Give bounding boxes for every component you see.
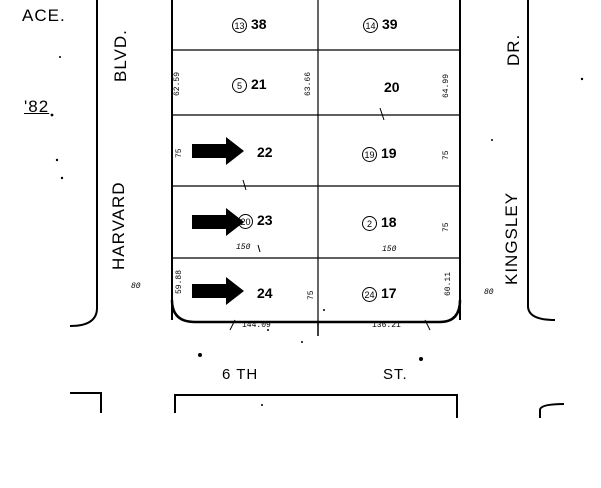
lot-circle: 14 bbox=[363, 17, 378, 33]
lot-number: 21 bbox=[251, 76, 267, 92]
lot-number: 18 bbox=[381, 214, 397, 230]
page-ref-label: '82 bbox=[24, 97, 50, 116]
dimension-6366: 63.66 bbox=[304, 71, 313, 96]
lot-circle: 20 bbox=[238, 213, 253, 229]
street-label-dr: DR. bbox=[504, 33, 523, 66]
arrow-lot-22 bbox=[192, 137, 244, 165]
top-left-label: ACE. bbox=[22, 6, 66, 25]
street-label-kingsley: KINGSLEY bbox=[502, 191, 521, 285]
lot-circle: 13 bbox=[232, 17, 247, 33]
dimension-80-left: 80 bbox=[131, 282, 141, 291]
dimension-80-right: 80 bbox=[484, 288, 494, 297]
lot-20: 20 bbox=[384, 79, 400, 95]
dimension-5988: 59.88 bbox=[175, 269, 184, 294]
dimension-75-a: 75 bbox=[175, 148, 184, 158]
street-label-st: ST. bbox=[383, 366, 408, 383]
dimension-13621: 136.21 bbox=[372, 321, 401, 330]
lot-circle: 5 bbox=[232, 77, 247, 93]
lot-number: 39 bbox=[382, 16, 398, 32]
sixth-st-curb-right bbox=[539, 403, 565, 418]
dimension-75-b: 75 bbox=[442, 150, 451, 160]
dimension-75-d: 75 bbox=[307, 290, 316, 300]
dimension-6011: 60.11 bbox=[444, 271, 453, 296]
dimension-150-right: 150 bbox=[382, 245, 397, 254]
harvard-west-curb bbox=[69, 0, 98, 327]
lot-number: 19 bbox=[381, 145, 397, 161]
dimension-75-c: 75 bbox=[442, 222, 451, 232]
lot-number: 23 bbox=[257, 212, 273, 228]
street-label-blvd: BLVD. bbox=[111, 29, 130, 82]
sixth-st-curb-left bbox=[70, 392, 102, 413]
lot-number: 38 bbox=[251, 16, 267, 32]
block-south-edge bbox=[170, 299, 462, 324]
dimension-150-left: 150 bbox=[236, 243, 251, 252]
lot-22: 22 bbox=[257, 144, 273, 160]
lot-number: 17 bbox=[381, 285, 397, 301]
sixth-st-curb-center bbox=[174, 394, 458, 418]
street-label-6th: 6 TH bbox=[222, 366, 259, 383]
lot-circle: 19 bbox=[362, 146, 377, 162]
street-label-harvard: HARVARD bbox=[109, 181, 128, 270]
dimension-6499: 64.99 bbox=[442, 73, 451, 98]
lot-circle: 2 bbox=[362, 215, 377, 231]
lot-24: 24 bbox=[257, 285, 273, 301]
dimension-14409: 144.09 bbox=[242, 321, 271, 330]
lot-circle: 24 bbox=[362, 286, 377, 302]
kingsley-east-curb bbox=[527, 0, 556, 321]
dimension-6259: 62.59 bbox=[173, 71, 182, 96]
arrow-lot-23 bbox=[192, 208, 244, 236]
arrow-lot-24 bbox=[192, 277, 244, 305]
